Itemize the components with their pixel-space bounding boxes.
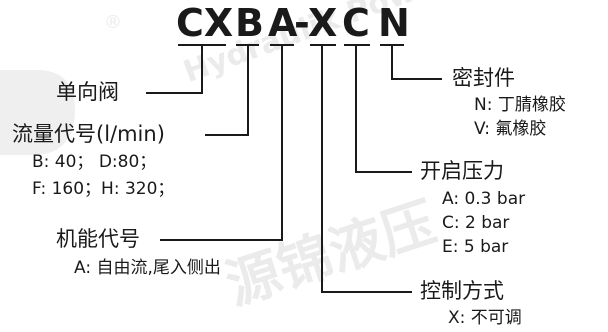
connector-seal — [391, 45, 442, 80]
label-flow-line1: B: 40； D:80； — [32, 152, 157, 172]
connector-flow — [205, 45, 249, 136]
code-seg-cx: CX — [176, 1, 234, 45]
connector-control — [321, 45, 412, 293]
watermark-registered-mark: ® — [104, 12, 122, 33]
label-flow-title: 流量代号(l/min) — [12, 122, 165, 146]
code-seg-n: N — [378, 1, 410, 45]
label-pressure-line1: A: 0.3 bar — [442, 189, 526, 209]
label-control-title: 控制方式 — [420, 279, 504, 303]
label-pressure-line2: C: 2 bar — [442, 213, 510, 233]
label-seal-line2: V: 氟橡胶 — [474, 119, 547, 139]
label-function-line1: A: 自由流,尾入侧出 — [74, 258, 221, 278]
label-pressure-title: 开启压力 — [420, 159, 504, 183]
connector-pressure — [355, 45, 412, 173]
code-seg-b: B — [235, 1, 264, 45]
label-seal-line1: N: 丁腈橡胶 — [474, 95, 566, 115]
code-dash: - — [294, 1, 310, 45]
connector-function — [160, 45, 283, 241]
label-control-line1: X: 不可调 — [448, 308, 522, 328]
label-pressure-line3: E: 5 bar — [442, 237, 509, 257]
label-function-title: 机能代号 — [56, 227, 140, 251]
watermark-logo-shape — [0, 70, 75, 155]
label-valve-title: 单向阀 — [56, 80, 119, 104]
label-seal-title: 密封件 — [452, 66, 515, 90]
code-seg-a: A — [268, 1, 298, 45]
code-seg-x: X — [308, 1, 338, 45]
code-seg-c: C — [342, 1, 370, 45]
connector-valve — [146, 45, 203, 94]
label-flow-line2: F: 160；H: 320； — [32, 179, 175, 199]
